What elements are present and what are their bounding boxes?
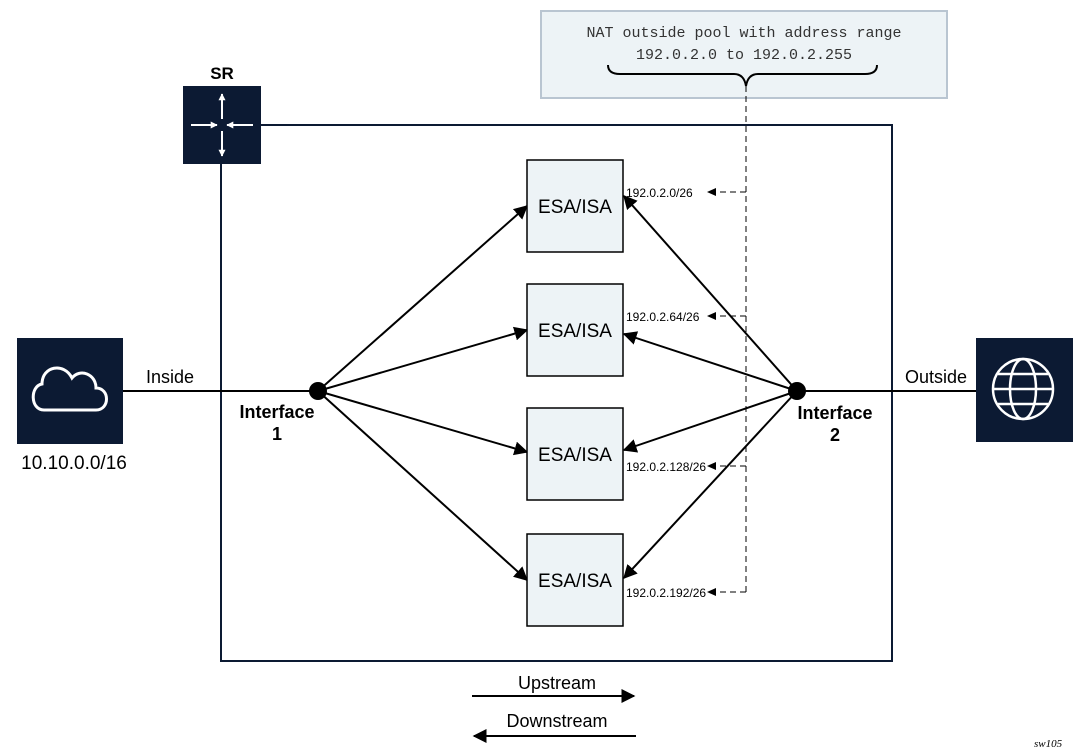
interface-1-number: 1 [272, 424, 282, 444]
legend-downstream-label: Downstream [506, 711, 607, 731]
sr-chassis [220, 124, 893, 662]
pool-distribution-lines [713, 86, 747, 593]
figure-id: sw105 [1034, 738, 1063, 747]
inside-label: Inside [146, 367, 194, 387]
interface-2-label: Interface [797, 403, 872, 423]
esa-module-2: ESA/ISA [526, 283, 624, 377]
router: SR [183, 64, 261, 164]
outside-network [976, 338, 1073, 442]
interface-1-node [309, 382, 327, 400]
inside-network: 10.10.0.0/16 [17, 338, 127, 474]
esa-module-label: ESA/ISA [538, 445, 612, 466]
esa-module-label: ESA/ISA [538, 571, 612, 592]
subnet-label-2: 192.0.2.64/26 [626, 310, 700, 324]
router-label: SR [210, 64, 234, 83]
interface2-downstream-arrows [622, 194, 798, 580]
inside-network-address: 10.10.0.0/16 [21, 453, 127, 474]
subnet-label-4: 192.0.2.192/26 [626, 586, 706, 600]
esa-module-4: ESA/ISA [526, 533, 624, 627]
subnet-label-3: 192.0.2.128/26 [626, 460, 706, 474]
esa-module-1: ESA/ISA [526, 159, 624, 253]
esa-module-3: ESA/ISA [526, 407, 624, 501]
callout-line-2: 192.0.2.0 to 192.0.2.255 [636, 47, 852, 64]
nat-pool-callout: NAT outside pool with address range 192.… [540, 10, 948, 99]
subnet-label-1: 192.0.2.0/26 [626, 186, 693, 200]
interface-2-node [788, 382, 806, 400]
pool-distribution-arrowheads [707, 188, 716, 596]
interface-1-label: Interface [239, 402, 314, 422]
esa-module-label: ESA/ISA [538, 197, 612, 218]
interface-2-number: 2 [830, 425, 840, 445]
interface1-upstream-arrows [317, 205, 529, 581]
callout-line-1: NAT outside pool with address range [586, 25, 901, 42]
legend-upstream-label: Upstream [518, 673, 596, 693]
outside-label: Outside [905, 367, 967, 387]
esa-module-label: ESA/ISA [538, 321, 612, 342]
legend: Upstream Downstream [472, 673, 636, 743]
